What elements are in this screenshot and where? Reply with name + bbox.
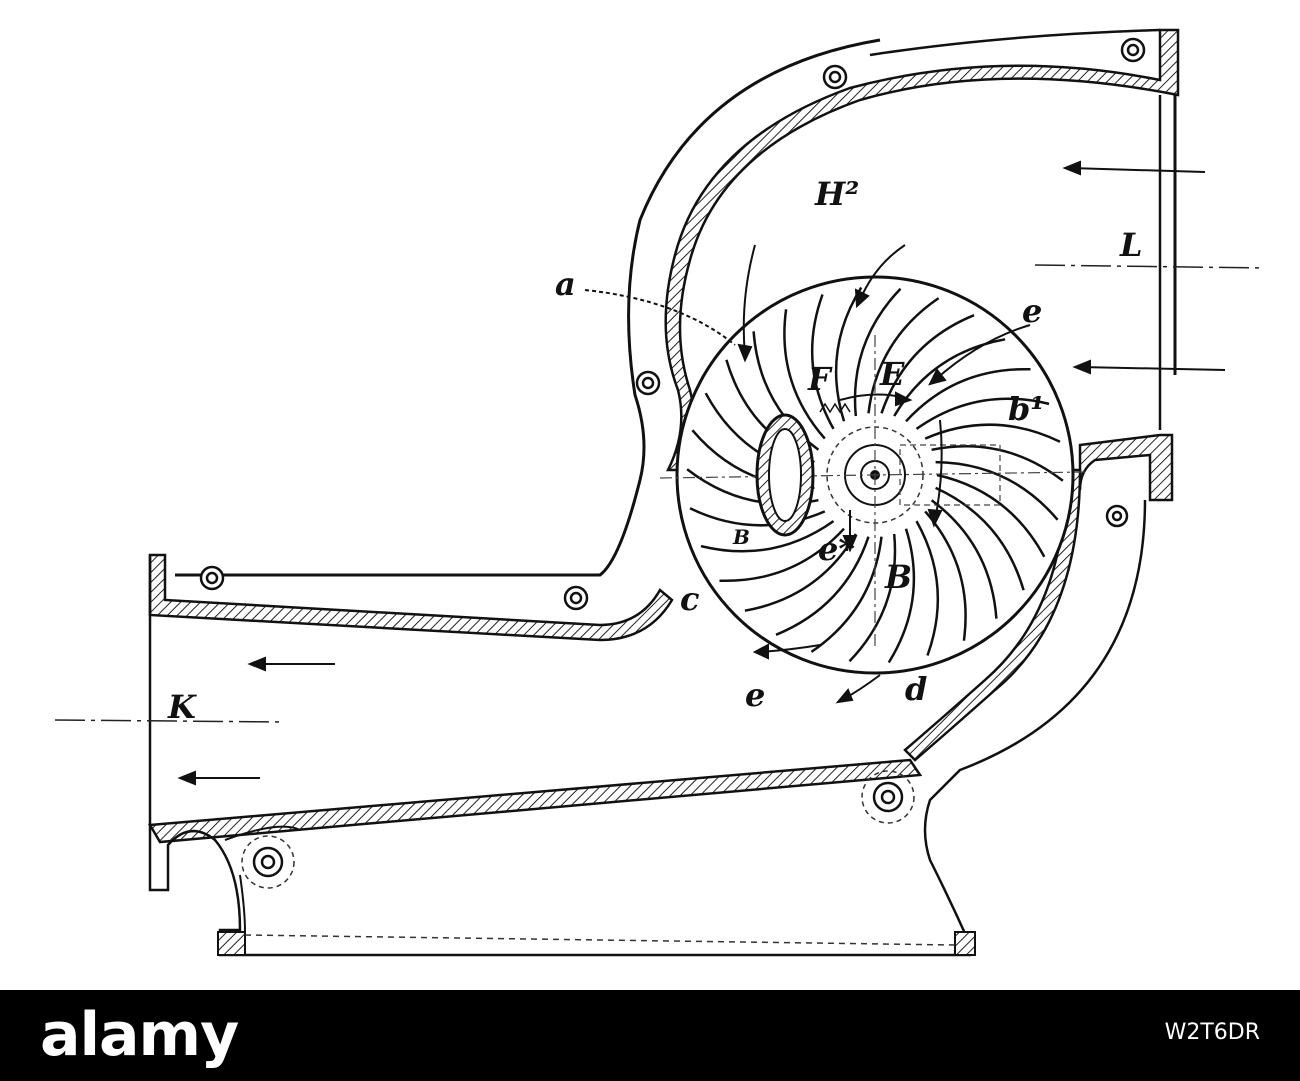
top-bolt-flange (870, 30, 1160, 55)
label-e-bottom: e (745, 676, 765, 714)
label-c: c (680, 580, 699, 618)
label-a: a (555, 265, 576, 303)
label-E: E (879, 355, 905, 393)
lower-support-curve (225, 827, 300, 932)
label-d: d (905, 670, 927, 708)
outlet-duct-top-wall (150, 555, 672, 640)
alamy-logo[interactable]: alamy (40, 1000, 238, 1070)
centerline-L (1035, 265, 1265, 268)
label-K: K (167, 688, 197, 726)
lower-right-step (1080, 435, 1172, 500)
footer-bar: alamy W2T6DR (0, 990, 1300, 1081)
label-B: B (884, 558, 912, 596)
label-L: L (1119, 226, 1143, 264)
label-B-small: B (732, 525, 750, 549)
label-F: F (807, 360, 833, 398)
blower-diagram-svg: H² L a e F E b¹ B B e* c K e d (0, 0, 1300, 990)
base-foot-hatch-right (955, 932, 975, 955)
patent-drawing: H² L a e F E b¹ B B e* c K e d (0, 0, 1300, 990)
lower-diagonal-wall (150, 760, 920, 842)
label-e-top: e (1022, 292, 1042, 330)
label-b1: b¹ (1008, 390, 1044, 428)
base-dashed-plate (245, 935, 955, 945)
base-foot-hatch-left (218, 932, 245, 955)
label-e-star: e* (818, 530, 855, 568)
image-code: W2T6DR (1165, 1020, 1260, 1045)
label-H2: H² (814, 175, 859, 213)
